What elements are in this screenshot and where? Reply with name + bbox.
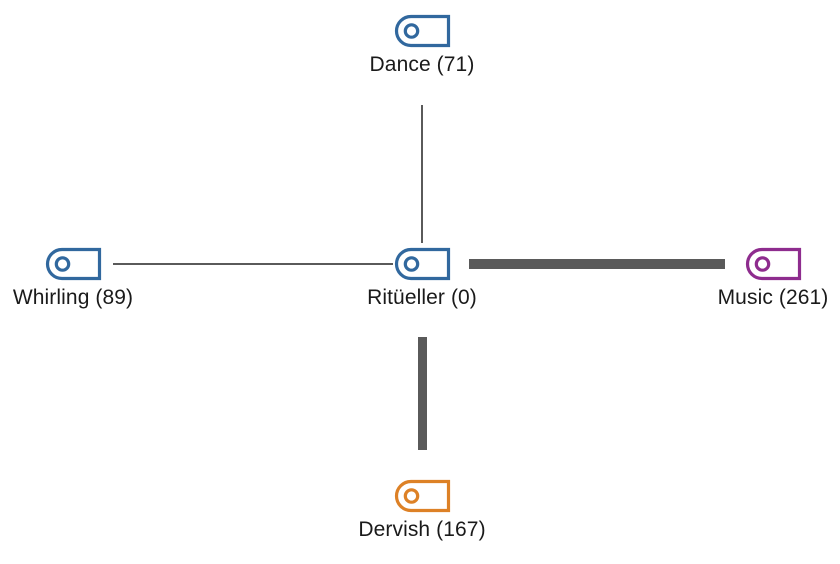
tag-node-icon bbox=[394, 247, 451, 281]
edge-rituary-dance[interactable] bbox=[421, 105, 423, 243]
edge-whirling-rituary[interactable] bbox=[113, 263, 393, 265]
node-label-whirling: Whirling (89) bbox=[12, 286, 134, 309]
tag-node-icon bbox=[394, 14, 451, 48]
tag-node-icon bbox=[45, 247, 102, 281]
node-label-dervish: Dervish (167) bbox=[358, 518, 486, 541]
tag-node-icon bbox=[745, 247, 802, 281]
tag-node-icon bbox=[394, 479, 451, 513]
edge-rituary-music[interactable] bbox=[469, 259, 725, 269]
node-label-rituary: Ritüeller (0) bbox=[367, 286, 477, 309]
node-label-music: Music (261) bbox=[717, 286, 829, 309]
node-label-dance: Dance (71) bbox=[369, 53, 475, 76]
edge-rituary-dervish[interactable] bbox=[418, 337, 427, 450]
